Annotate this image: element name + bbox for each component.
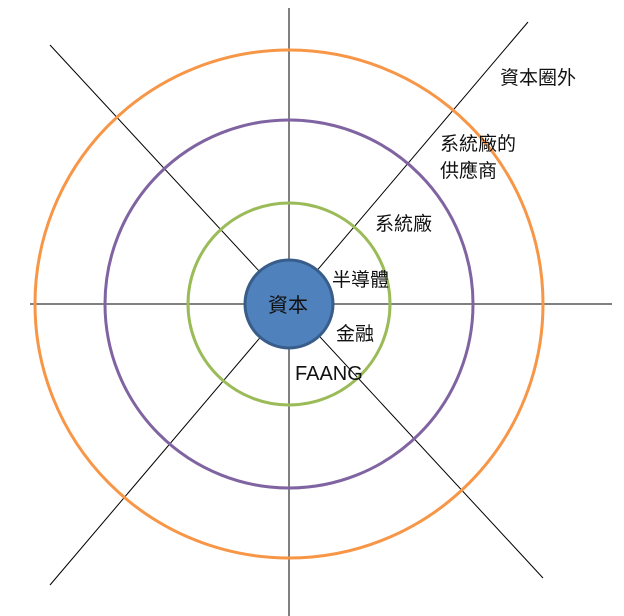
label-system-vendor: 系統廠 [375,213,433,235]
middle-ring [103,118,475,490]
core-label: 資本 [268,293,308,317]
label-suppliers-line2: 供應商 [440,160,498,182]
label-finance: 金融 [336,323,375,345]
label-suppliers-line1: 系統廠的 [440,133,517,155]
outer-ring [33,48,545,560]
label-semiconductor: 半導體 [332,269,390,291]
inner-ring [186,201,392,407]
label-outside-capital: 資本圈外 [500,67,577,89]
capital-core [243,258,335,350]
label-faang: FAANG [295,363,363,385]
